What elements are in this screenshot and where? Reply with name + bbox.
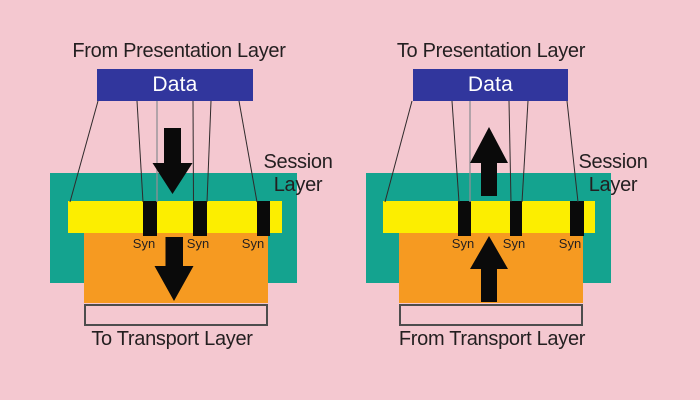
presentation-layer-label: From Presentation Layer xyxy=(72,40,286,62)
sync-point-mark xyxy=(570,201,584,236)
sync-band xyxy=(383,201,595,233)
transport-layer-label: From Transport Layer xyxy=(398,328,586,350)
sync-point-mark xyxy=(193,201,207,236)
syn-label: Syn xyxy=(132,236,156,251)
session-layer-label: Session Layer xyxy=(578,151,648,196)
presentation-layer-label: To Presentation Layer xyxy=(396,40,586,62)
data-box: Data xyxy=(413,69,568,101)
transport-layer-box xyxy=(399,304,583,326)
data-unit-box xyxy=(399,233,583,303)
data-box: Data xyxy=(97,69,253,101)
syn-label: Syn xyxy=(451,236,475,251)
syn-label: Syn xyxy=(502,236,526,251)
syn-label: Syn xyxy=(558,236,582,251)
transport-layer-box xyxy=(84,304,268,326)
transport-layer-label: To Transport Layer xyxy=(91,328,253,350)
sync-point-mark xyxy=(510,201,522,236)
sync-point-mark xyxy=(458,201,471,236)
sync-point-mark xyxy=(143,201,157,236)
syn-label: Syn xyxy=(186,236,210,251)
data-box-label: Data xyxy=(467,73,514,96)
sync-point-mark xyxy=(257,201,270,236)
session-layer-label: Session Layer xyxy=(263,151,333,196)
sync-band xyxy=(68,201,282,233)
data-box-label: Data xyxy=(152,73,198,96)
syn-label: Syn xyxy=(241,236,265,251)
